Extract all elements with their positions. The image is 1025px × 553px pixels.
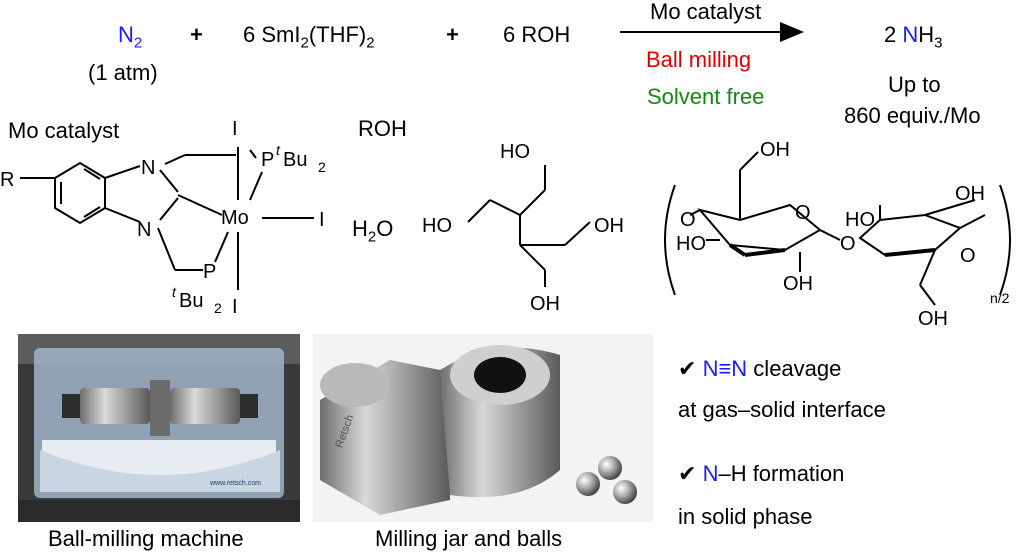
sugar-oh-c2: OH [783, 273, 813, 295]
sugar-oh-c6b: OH [918, 308, 948, 330]
sugar-oh-c6: OH [760, 139, 790, 161]
polyol-atoms: HO HO OH OH [422, 141, 624, 315]
butyl-1-sub: 2 [318, 159, 326, 175]
ball-milling-machine-photo: www.retsch.com [18, 334, 300, 522]
nitrogen-2-label: N [137, 219, 151, 241]
butyl-2-label: Bu [179, 290, 203, 312]
sugar-o-glycosidic: O [840, 233, 856, 255]
polyol-structure [467, 165, 591, 287]
mo-catalyst-structure [20, 147, 314, 290]
nitrogen-1-label: N [141, 157, 155, 179]
bullet-1: ✔ N≡N cleavage [678, 356, 841, 382]
iodide-right-label: I [319, 209, 325, 231]
arrow-condition-solvent-free: Solvent free [647, 84, 765, 109]
phosphorus-2-label: P [203, 261, 216, 283]
n2-formula: N2 [118, 22, 143, 52]
jar-photo-caption: Milling jar and balls [375, 526, 563, 551]
check-icon: ✔ [678, 461, 697, 486]
butyl-2-sub: 2 [214, 300, 222, 316]
iodide-top-label: I [232, 118, 238, 140]
bullet-2-text: –H formation [718, 461, 845, 486]
bullet-2: ✔ N–H formation [678, 461, 844, 487]
ammonia-product: 2 NH3 [884, 22, 943, 52]
phosphorus-1-label: P [261, 149, 274, 171]
plus-sign-1: + [190, 22, 203, 47]
mo-catalyst-atoms: R N N Mo I I I P t Bu 2 P t Bu 2 [0, 118, 326, 318]
iodide-bottom-label: I [232, 296, 238, 318]
plus-sign-2: + [446, 22, 459, 47]
water-formula: H2O [352, 216, 394, 246]
sugar-ring-o-2: O [960, 245, 976, 267]
sugar-oh-c2b: OH [955, 183, 985, 205]
r-group-label: R [0, 169, 14, 191]
bullet-1-text: cleavage [747, 356, 842, 381]
bullet-2-highlight: N [702, 461, 719, 486]
sugar-ho-c3b: HO [845, 209, 875, 231]
n2-pressure-note: (1 atm) [88, 60, 158, 85]
arrow-condition-ball-milling: Ball milling [646, 47, 752, 72]
bullet-1-highlight: N≡N [702, 356, 748, 381]
machine-photo-caption: Ball-milling machine [48, 526, 244, 551]
yield-line-2: 860 equiv./Mo [844, 103, 981, 128]
bullet-1-line2: at gas–solid interface [678, 397, 886, 422]
roh-label: ROH [358, 116, 407, 141]
alcohol-reagent: 6 ROH [503, 22, 571, 47]
butyl-1-label: Bu [283, 149, 307, 171]
molybdenum-label: Mo [221, 207, 249, 229]
bullet-2-line2: in solid phase [678, 504, 813, 529]
samarium-iodide-formula: 6 SmI2(THF)2 [243, 22, 375, 52]
polyol-oh-right: OH [594, 215, 624, 237]
milling-jar-photo: Retsch [313, 334, 653, 522]
polyol-oh-top: HO [500, 141, 530, 163]
cellulose-atoms: O O OH HO OH O HO OH O OH n/2 [676, 139, 1010, 330]
polyol-oh-bottom: OH [530, 293, 560, 315]
sugar-ho-c3: HO [676, 233, 706, 255]
tert-2-label: t [172, 284, 177, 300]
machine-brand-text: www.retsch.com [209, 480, 261, 487]
arrow-condition-catalyst: Mo catalyst [650, 0, 762, 24]
catalyst-label: Mo catalyst [8, 118, 120, 143]
polyol-oh-left: HO [422, 215, 452, 237]
check-icon: ✔ [678, 356, 697, 381]
sugar-ring-o-1: O [795, 202, 811, 224]
repeat-index: n/2 [990, 290, 1010, 306]
tert-1-label: t [276, 142, 281, 158]
cellulose-structure [664, 151, 1011, 306]
sugar-o-left: O [680, 209, 696, 231]
yield-line-1: Up to [888, 72, 941, 97]
